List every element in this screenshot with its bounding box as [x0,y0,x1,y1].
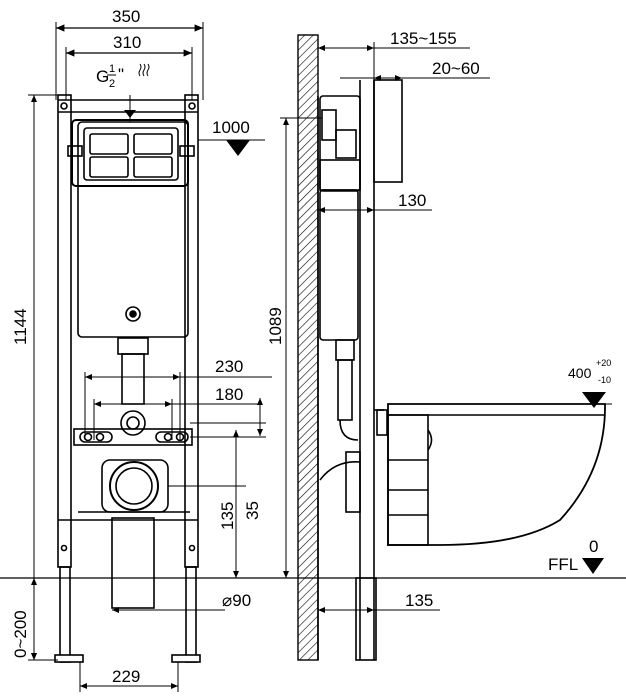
dim-outlet-offset-b: 35 [243,501,262,520]
side-view-dimensions [280,42,612,640]
svg-text:-10: -10 [598,375,611,385]
dim-outlet-spacing-inner: 180 [215,385,243,404]
dim-foot-spacing: 229 [112,667,140,686]
bowl-height-label: 400 +20 -10 [568,358,611,385]
dim-frame-height: 1089 [266,307,285,345]
dim-total-height: 1144 [11,308,30,345]
svg-text:1: 1 [109,63,115,75]
svg-text:": " [118,65,124,84]
dim-leg-adjust-range: 0~200 [11,610,30,658]
floor-level-value: 0 [589,537,598,556]
svg-text:G: G [96,67,109,86]
floor-level-label: FFL [548,555,578,574]
svg-text:400: 400 [568,365,592,381]
dim-wall-thickness-range: 20~60 [432,59,480,78]
dim-inner-width: 310 [113,33,141,52]
dim-frame-width: 350 [112,7,140,26]
dim-outlet-depth: 135 [405,591,433,610]
dim-outlet-diameter: ⌀90 [222,591,251,610]
dim-button-height: 1000 [212,118,250,137]
side-view [297,34,606,661]
svg-text:+20: +20 [596,358,611,368]
dim-outlet-offset-a: 135 [218,502,237,530]
water-supply-icon [138,63,150,77]
dim-outlet-spacing-outer: 230 [215,357,243,376]
front-view [54,22,204,663]
dim-cistern-depth: 130 [398,191,426,210]
svg-text:2: 2 [109,78,115,90]
dim-depth-range: 135~155 [390,29,457,48]
inlet-size-label: G 1 2 " [96,63,150,90]
